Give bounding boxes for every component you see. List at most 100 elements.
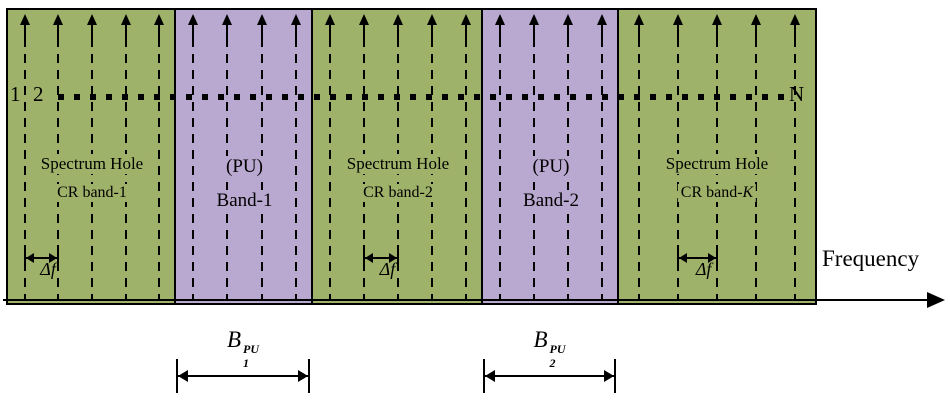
arrow-up-icon	[19, 14, 30, 25]
delta-f-marker: Δf	[23, 245, 60, 279]
marker-bar-left	[176, 359, 178, 393]
arrow-stem	[567, 25, 569, 38]
double-arrow-icon	[365, 253, 397, 263]
frequency-axis-label: Frequency	[822, 246, 920, 271]
delta-f-marker: Δf	[363, 245, 399, 279]
band-label-bottom: Band-2	[520, 190, 582, 212]
arrow-stem	[716, 25, 718, 38]
dashed-line	[294, 38, 297, 299]
subcarrier-index-dotted-line	[58, 94, 784, 100]
delta-f-label: Δf	[40, 259, 56, 279]
arrow-up-icon	[427, 14, 437, 25]
index-label-1: 1	[10, 82, 21, 106]
dashed-line	[601, 38, 603, 299]
arrow-up-icon	[790, 14, 801, 25]
arrow-up-icon	[256, 14, 267, 25]
arrow-up-icon	[461, 14, 471, 25]
band-label-bottom: CR band-1	[54, 184, 130, 202]
arrow-up-icon	[529, 14, 539, 25]
arrow-up-icon	[222, 14, 233, 25]
dashed-line	[23, 38, 26, 299]
double-arrow-icon	[25, 253, 58, 263]
arrow-up-icon	[87, 14, 97, 25]
arrow-stem	[465, 25, 467, 38]
arrow-stem	[23, 25, 26, 38]
arrow-up-icon	[290, 14, 301, 25]
subcarrier-arrow	[633, 14, 645, 299]
arrow-stem	[397, 25, 399, 38]
band-label-bottom: CR band-K	[677, 184, 757, 202]
dashed-line	[329, 38, 331, 299]
arrow-up-icon	[359, 14, 369, 25]
arrow-stem	[226, 25, 229, 38]
dashed-line	[158, 38, 161, 299]
delta-f-label: Δf	[695, 259, 712, 279]
arrow-up-icon	[597, 14, 607, 25]
arrow-stem	[637, 25, 640, 38]
band-label-k: K	[742, 184, 754, 201]
b2-pu-width-marker	[483, 359, 616, 393]
tick-right	[397, 245, 399, 271]
arrow-stem	[755, 25, 758, 38]
band-label-top: Spectrum Hole	[37, 154, 147, 174]
arrow-stem	[260, 25, 263, 38]
band-cr-2: Spectrum Hole CR band-2 Δf	[311, 8, 485, 305]
arrow-up-icon	[751, 14, 762, 25]
subcarrier-arrow	[596, 14, 608, 299]
arrow-up-icon	[712, 14, 722, 25]
marker-bar-right	[308, 359, 310, 393]
marker-bar-left	[483, 359, 485, 393]
dashed-line	[192, 38, 195, 299]
arrow-stem	[363, 25, 365, 38]
arrow-up-icon	[120, 14, 131, 25]
b-subscript: 1	[243, 355, 250, 370]
band-label-prefix: CR band-	[680, 184, 743, 201]
band-cr-k: Spectrum Hole CR band-K Δf	[617, 8, 817, 305]
dashed-line	[637, 38, 640, 299]
subcarrier-arrow	[187, 14, 199, 299]
arrow-stem	[329, 25, 331, 38]
delta-f-marker: Δf	[676, 245, 718, 279]
double-arrow-icon	[178, 370, 308, 382]
arrow-stem	[676, 25, 679, 38]
band-label-bottom: CR band-2	[360, 184, 436, 202]
tick-left	[363, 245, 365, 271]
tick-right	[57, 245, 60, 271]
arrow-up-icon	[154, 14, 165, 25]
index-label-n: N	[789, 82, 805, 106]
b-superscript: PU	[549, 342, 566, 356]
subcarrier-arrow	[494, 14, 506, 299]
band-label-top: Spectrum Hole	[343, 154, 453, 174]
dashed-line	[499, 38, 501, 299]
tick-right	[715, 245, 718, 271]
b1-pu-width-marker	[176, 359, 310, 393]
arrow-up-icon	[53, 14, 64, 25]
band-pu-1: (PU) Band-1	[174, 8, 315, 305]
double-arrow-icon	[678, 253, 717, 263]
band-label-top: Spectrum Hole	[662, 154, 772, 174]
band-cr-1: Spectrum Hole CR band-1 Δf	[6, 8, 178, 305]
arrow-stem	[431, 25, 433, 38]
tick-left	[23, 245, 26, 271]
dashed-line	[794, 38, 797, 299]
subcarrier-arrow	[789, 14, 801, 299]
arrow-stem	[794, 25, 797, 38]
b-symbol: B	[226, 327, 242, 352]
delta-f-label: Δf	[379, 259, 396, 279]
arrow-stem	[57, 25, 60, 38]
dashed-line	[465, 38, 467, 299]
arrow-stem	[91, 25, 93, 38]
b-superscript: PU	[243, 342, 260, 356]
b-subscript: 2	[549, 355, 556, 370]
arrow-up-icon	[495, 14, 505, 25]
band-label-top: (PU)	[529, 156, 573, 178]
arrow-up-icon	[188, 14, 199, 25]
arrow-stem	[499, 25, 501, 38]
arrow-stem	[601, 25, 603, 38]
arrow-up-icon	[563, 14, 573, 25]
frequency-axis	[3, 299, 932, 301]
